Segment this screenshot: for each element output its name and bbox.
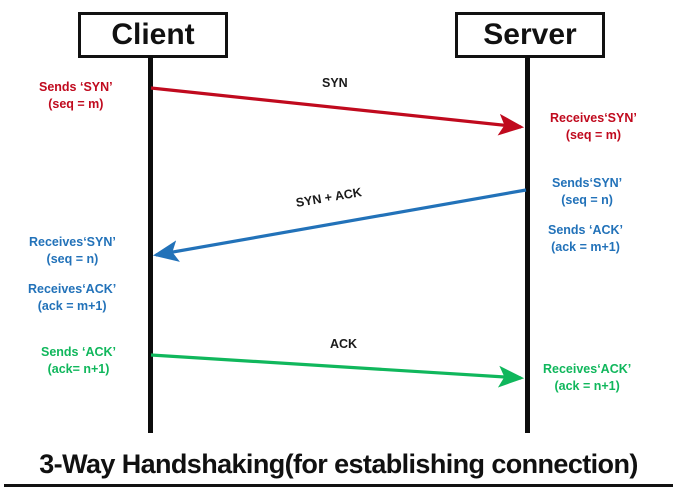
syn-ack-arrow-label: SYN + ACK bbox=[294, 185, 363, 210]
annotation-line-2: (ack= n+1) bbox=[47, 362, 110, 376]
annotation-line-2: (seq = m) bbox=[565, 128, 622, 142]
annotation-server-sends-syn: Sends‘SYN’ (seq = n) bbox=[552, 175, 622, 209]
annotation-line-2: (ack = m+1) bbox=[551, 240, 620, 254]
annotation-line-1: Receives‘SYN’ bbox=[550, 111, 637, 125]
syn-arrow-label: SYN bbox=[322, 76, 348, 90]
ack-arrow bbox=[150, 353, 525, 388]
annotation-line-2: (seq = m) bbox=[48, 97, 104, 111]
diagram-title: 3-Way Handshaking(for establishing conne… bbox=[39, 449, 638, 479]
annotation-client-sends-ack: Sends ‘ACK’ (ack= n+1) bbox=[41, 344, 116, 378]
annotation-client-sends-syn: Sends ‘SYN’ (seq = m) bbox=[39, 79, 113, 113]
client-lifeline bbox=[148, 56, 153, 433]
annotation-line-1: Receives‘ACK’ bbox=[543, 362, 632, 376]
annotation-client-receives-ack: Receives‘ACK’ (ack = m+1) bbox=[28, 281, 116, 315]
syn-arrow bbox=[150, 86, 525, 136]
annotation-line-1: Receives‘SYN’ bbox=[29, 235, 116, 249]
annotation-server-receives-syn: Receives‘SYN’ (seq = m) bbox=[550, 110, 637, 144]
annotation-line-1: Sends‘SYN’ bbox=[552, 176, 623, 190]
annotation-line-2: (seq = n) bbox=[561, 193, 613, 207]
annotation-line-2: (seq = n) bbox=[46, 252, 99, 266]
title-underline-rule bbox=[4, 484, 673, 487]
annotation-line-2: (ack = n+1) bbox=[554, 379, 620, 393]
server-lifeline bbox=[525, 56, 530, 433]
annotation-server-receives-ack: Receives‘ACK’ (ack = n+1) bbox=[543, 361, 631, 395]
annotation-line-1: Sends ‘ACK’ bbox=[548, 223, 624, 237]
annotation-line-1: Sends ‘SYN’ bbox=[39, 80, 113, 94]
annotation-client-receives-syn: Receives‘SYN’ (seq = n) bbox=[29, 234, 116, 268]
ack-arrow-label: ACK bbox=[330, 337, 358, 351]
client-node-label: Client bbox=[111, 18, 195, 51]
client-node-box: Client bbox=[78, 12, 228, 58]
annotation-line-1: Receives‘ACK’ bbox=[28, 282, 117, 296]
annotation-line-2: (ack = m+1) bbox=[37, 299, 107, 313]
server-node-box: Server bbox=[455, 12, 605, 58]
annotation-server-sends-ack: Sends ‘ACK’ (ack = m+1) bbox=[548, 222, 623, 256]
annotation-line-1: Sends ‘ACK’ bbox=[41, 345, 117, 359]
server-node-label: Server bbox=[483, 18, 577, 51]
